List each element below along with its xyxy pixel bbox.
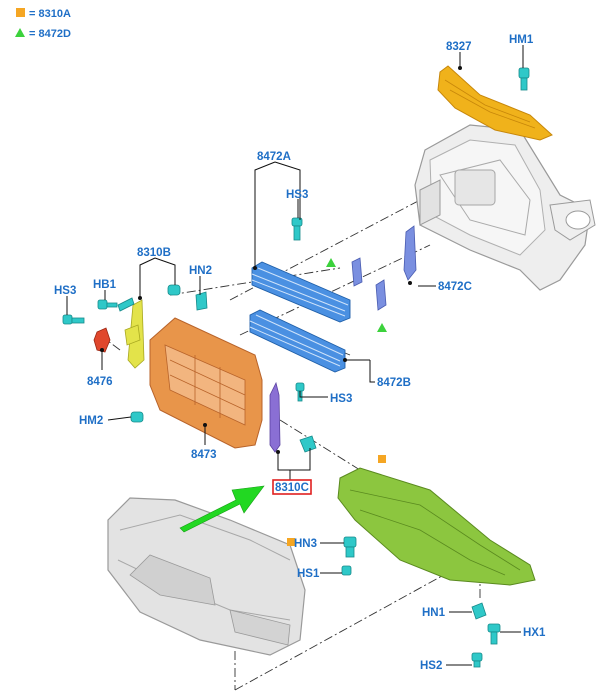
hs3-fastener-mid (291, 217, 303, 241)
upper-shield-8327 (437, 65, 553, 141)
label-8473: 8473 (191, 449, 217, 461)
bracket-8472c (351, 225, 417, 311)
highlight-arrow (179, 485, 265, 533)
label-8472a: 8472A (257, 151, 291, 163)
legend-8310a-text: = 8310A (29, 8, 71, 20)
splash-shield (337, 455, 536, 586)
shutter-upper-8472a (251, 261, 351, 323)
label-hb1: HB1 (93, 279, 117, 291)
triangle-markers-8472d (326, 258, 387, 332)
label-hn1: HN1 (422, 607, 446, 619)
radiator-support (414, 124, 596, 291)
legend-triangle-marker (15, 28, 25, 37)
label-8310b: 8310B (137, 247, 171, 259)
label-8327: 8327 (446, 41, 472, 53)
label-hs2: HS2 (420, 660, 442, 672)
part-labels: 8327 HM1 8472A HS3 8310B HN2 HB1 HS3 847… (54, 34, 546, 672)
label-8310c: 8310C (275, 482, 309, 494)
label-hs3-mid: HS3 (286, 189, 308, 201)
label-hs3-left: HS3 (54, 285, 76, 297)
clip-8476 (93, 327, 111, 353)
label-hn3: HN3 (294, 538, 317, 550)
leader-lines (66, 45, 524, 666)
label-8472c: 8472C (438, 281, 472, 293)
label-hn2: HN2 (189, 265, 212, 277)
label-8472b: 8472B (377, 377, 411, 389)
seal-8310c (269, 381, 281, 453)
label-hm1-top: HM1 (509, 34, 534, 46)
label-hs3-low: HS3 (330, 393, 352, 405)
label-hx1: HX1 (523, 627, 546, 639)
highlight-box-8310c (272, 479, 312, 495)
label-hs1: HS1 (297, 568, 320, 580)
label-hm2: HM2 (79, 415, 103, 427)
legend: = 8310A = 8472D (15, 8, 71, 40)
bracket-8310b (124, 299, 145, 369)
hm1-fastener-top (518, 67, 530, 91)
shutter-lower-8472b (249, 309, 346, 373)
legend-8472d-text: = 8472D (29, 28, 71, 40)
legend-square-marker (16, 8, 25, 17)
label-8476: 8476 (87, 376, 113, 388)
front-bumper (107, 497, 306, 656)
fasteners-lower (287, 536, 501, 668)
air-guide-frame-8473 (149, 317, 263, 449)
